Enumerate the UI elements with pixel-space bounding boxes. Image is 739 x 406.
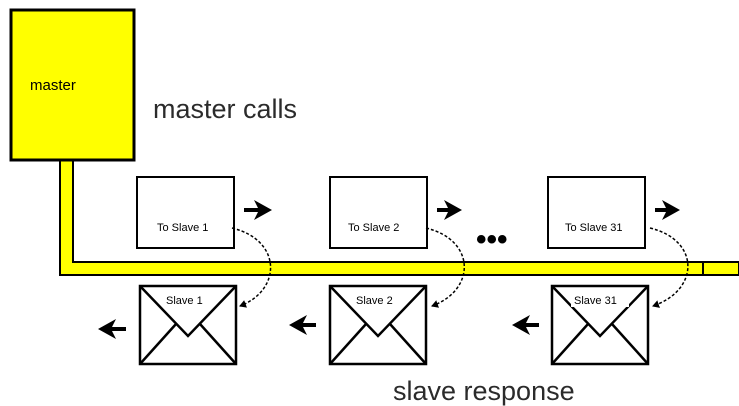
backward-arrow bbox=[98, 319, 126, 339]
forward-arrow bbox=[655, 200, 680, 220]
request-label: To Slave 2 bbox=[348, 222, 399, 234]
master-node: master bbox=[9, 8, 136, 162]
master-calls-caption: master calls bbox=[153, 94, 297, 124]
request-label: To Slave 1 bbox=[157, 222, 208, 234]
response-curve-arrow bbox=[231, 227, 272, 308]
response-label: Slave 31 bbox=[574, 295, 617, 307]
backward-arrow bbox=[289, 315, 316, 335]
envelope-icon: Slave 1 bbox=[138, 284, 238, 366]
backward-arrow bbox=[512, 315, 539, 335]
response-label: Slave 1 bbox=[166, 295, 203, 307]
slave-response-caption: slave response bbox=[393, 376, 575, 406]
bus-vertical bbox=[59, 159, 74, 276]
forward-arrow bbox=[244, 200, 272, 220]
request-box: To Slave 1 bbox=[136, 176, 235, 249]
envelope-icon: Slave 31 bbox=[550, 284, 650, 366]
envelope-icon: Slave 2 bbox=[328, 284, 428, 366]
master-label: master bbox=[30, 77, 76, 94]
response-curve-arrow bbox=[649, 227, 689, 308]
response-curve-arrow bbox=[425, 227, 465, 308]
bus-horizontal bbox=[59, 261, 739, 276]
request-box: To Slave 2 bbox=[329, 176, 428, 249]
request-label: To Slave 31 bbox=[565, 222, 622, 234]
forward-arrow bbox=[437, 200, 462, 220]
response-label: Slave 2 bbox=[356, 295, 393, 307]
request-box: To Slave 31 bbox=[547, 176, 646, 249]
ellipsis: ••• bbox=[476, 223, 508, 256]
